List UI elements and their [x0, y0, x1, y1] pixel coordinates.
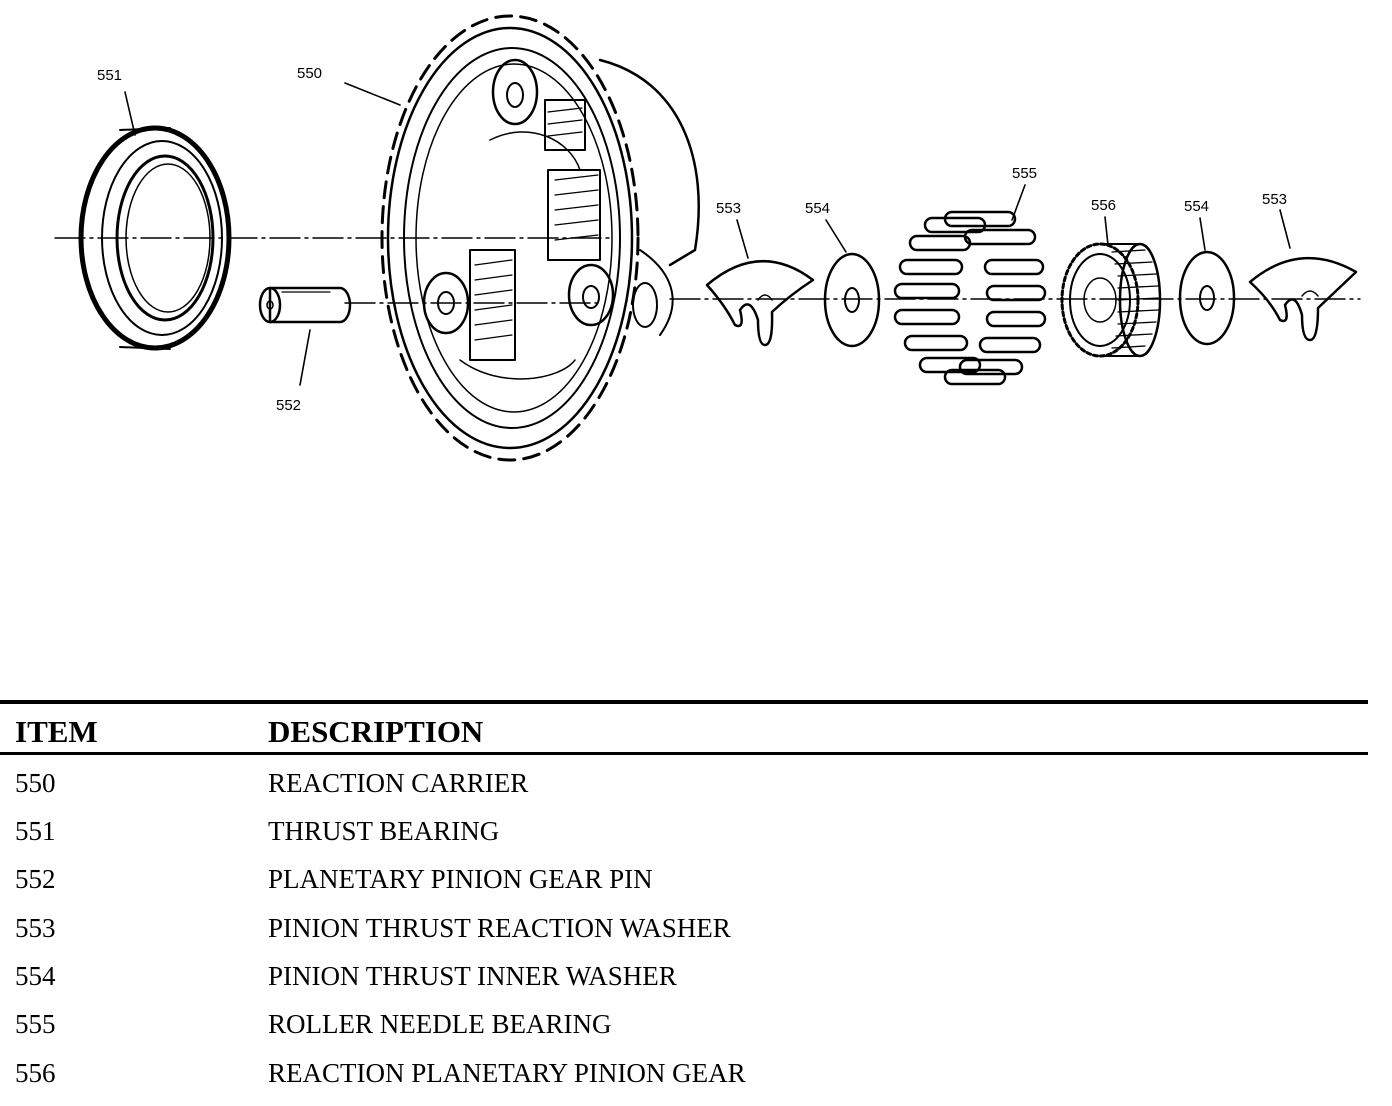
pinion-thrust-reaction-washer-553-right	[1248, 256, 1358, 342]
table-row: 550 REACTION CARRIER	[0, 768, 1368, 816]
item-number: 550	[15, 768, 56, 798]
item-description: PLANETARY PINION GEAR PIN	[268, 864, 653, 894]
label-556: 556	[1091, 197, 1116, 214]
reaction-carrier-550	[380, 14, 700, 462]
pinion-thrust-inner-washer-554-left	[823, 252, 881, 348]
table-row: 551 THRUST BEARING	[0, 816, 1368, 864]
table-row: 553 PINION THRUST REACTION WASHER	[0, 913, 1368, 961]
table-header-rule	[0, 752, 1368, 755]
item-description: REACTION PLANETARY PINION GEAR	[268, 1058, 746, 1088]
item-description: PINION THRUST INNER WASHER	[268, 961, 677, 991]
table-row: 552 PLANETARY PINION GEAR PIN	[0, 864, 1368, 912]
table-row: 555 ROLLER NEEDLE BEARING	[0, 1009, 1368, 1057]
label-554-left: 554	[805, 200, 830, 217]
item-number: 556	[15, 1058, 56, 1088]
pinion-gear-pin-552	[258, 286, 352, 324]
table-row: 554 PINION THRUST INNER WASHER	[0, 961, 1368, 1009]
thrust-bearing-551	[78, 125, 232, 351]
header-item: ITEM	[15, 714, 98, 749]
pinion-thrust-reaction-washer-553-left	[705, 260, 815, 347]
label-552: 552	[276, 397, 301, 414]
item-number: 554	[15, 961, 56, 991]
item-description: REACTION CARRIER	[268, 768, 529, 798]
table-top-rule	[0, 700, 1368, 704]
reaction-planetary-pinion-gear-556	[1060, 242, 1162, 358]
item-number: 555	[15, 1009, 56, 1039]
center-axis-line	[54, 237, 1361, 304]
item-number: 552	[15, 864, 56, 894]
label-553-right: 553	[1262, 191, 1287, 208]
header-description: DESCRIPTION	[268, 714, 484, 749]
label-553-left: 553	[716, 200, 741, 217]
label-554-right: 554	[1184, 198, 1209, 215]
leader-lines	[124, 82, 1291, 386]
item-number: 553	[15, 913, 56, 943]
label-551: 551	[97, 67, 122, 84]
label-555: 555	[1012, 165, 1037, 182]
item-description: ROLLER NEEDLE BEARING	[268, 1009, 612, 1039]
item-number: 551	[15, 816, 56, 846]
table-row: 556 REACTION PLANETARY PINION GEAR	[0, 1058, 1368, 1106]
label-550: 550	[297, 65, 322, 82]
item-description: PINION THRUST REACTION WASHER	[268, 913, 731, 943]
item-description: THRUST BEARING	[268, 816, 500, 846]
exploded-view-diagram: 551 550 552 553 554 555 556 554 553	[54, 14, 1361, 462]
roller-needle-bearing-555	[893, 210, 1047, 386]
pinion-thrust-inner-washer-554-right	[1178, 250, 1236, 346]
